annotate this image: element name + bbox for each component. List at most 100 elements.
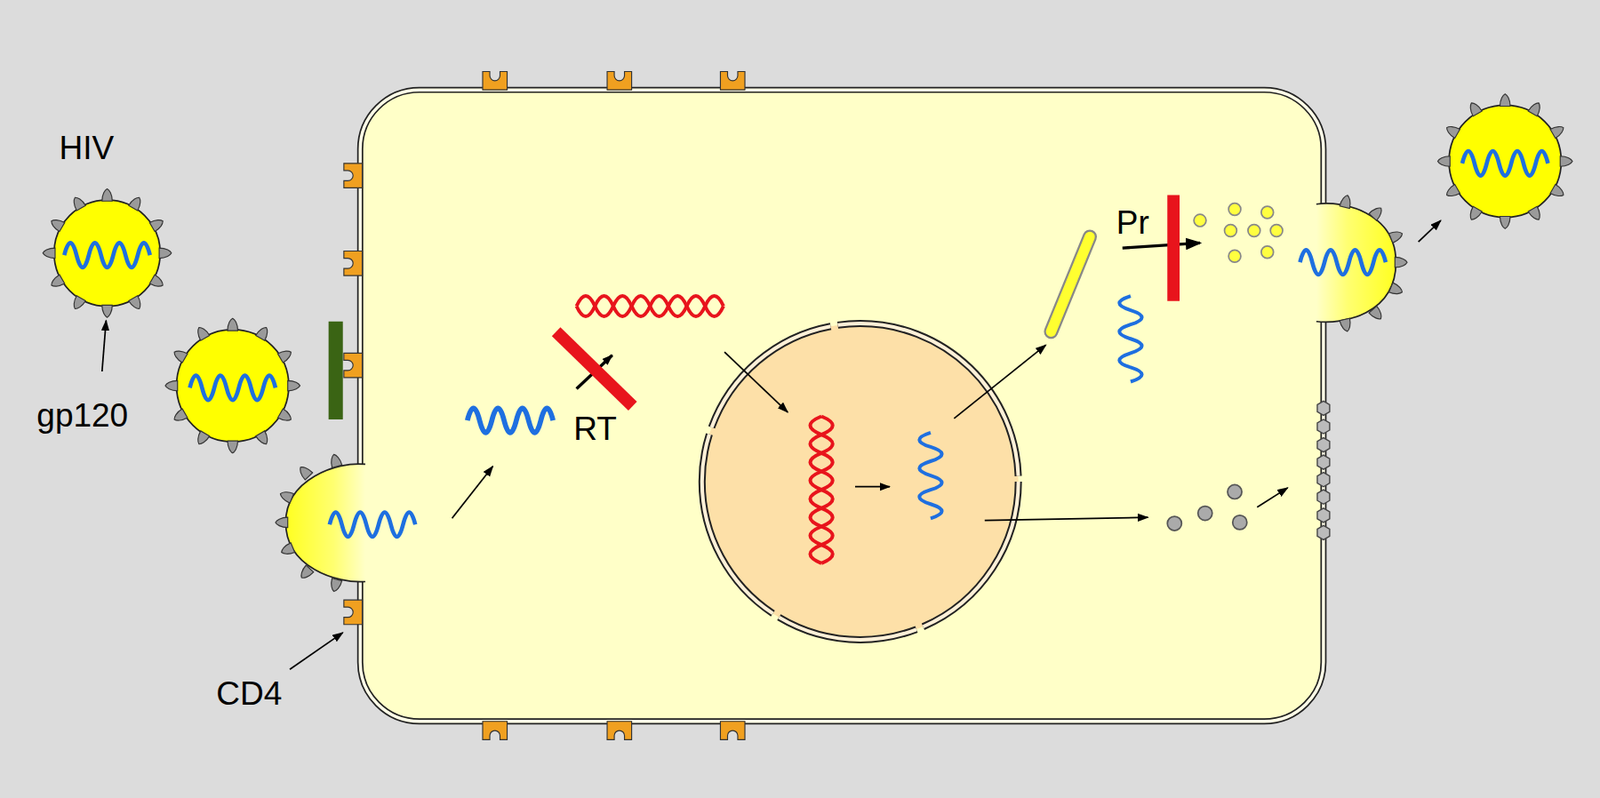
- gp120-spikes: [288, 380, 301, 391]
- gp120-spikes: [1528, 206, 1544, 223]
- integrated-dna: [809, 416, 832, 564]
- membrane-gp120: [1317, 489, 1330, 504]
- gp120-spikes: [1394, 256, 1408, 267]
- gp120-spikes: [1466, 100, 1482, 117]
- gp120-spikes: [1339, 318, 1352, 333]
- cleaved-proteins: [1261, 206, 1274, 219]
- gp120-spikes: [278, 408, 295, 424]
- transcribed-rna: [919, 432, 942, 519]
- rt-inhibitor-bar: [556, 331, 633, 407]
- gp120-spikes: [128, 194, 144, 211]
- text-label: gp120: [36, 399, 128, 432]
- gp120-spikes: [165, 380, 178, 391]
- cd4-receptors: [344, 163, 363, 189]
- viral-dna: [576, 296, 724, 317]
- gp120-spikes: [1444, 123, 1461, 139]
- text-label: Pr: [1116, 206, 1150, 240]
- gp120-spikes: [279, 543, 295, 558]
- gp120-spikes: [1528, 100, 1544, 117]
- arrow: [724, 352, 788, 413]
- text-label: CD4: [216, 677, 282, 711]
- envelope-proteins: [1232, 515, 1248, 530]
- nucleus: [702, 323, 1019, 640]
- gp120-spikes: [149, 274, 166, 290]
- cd4-receptors: [344, 352, 363, 378]
- virion: [64, 242, 150, 268]
- arrow: [953, 344, 1046, 419]
- gp120-spikes: [70, 194, 86, 211]
- virion: [54, 200, 160, 306]
- virion: [54, 200, 160, 306]
- integrated-dna: [809, 416, 832, 564]
- leader-line: [102, 320, 107, 372]
- membrane-gp120: [1317, 419, 1330, 434]
- entering-virus: [285, 464, 416, 583]
- gp120-spikes: [328, 578, 343, 593]
- gp120-spikes: [1437, 156, 1450, 167]
- nucleus: [702, 323, 1019, 640]
- cleaved-proteins: [1224, 224, 1238, 238]
- virion: [1448, 104, 1561, 217]
- genomic-rna: [1119, 296, 1142, 382]
- gp120-spikes: [278, 488, 294, 504]
- gp120-spikes: [1368, 305, 1385, 322]
- cell: [360, 89, 1324, 722]
- arrow: [452, 466, 494, 520]
- viral-dna: [576, 296, 724, 317]
- envelope-proteins: [1167, 516, 1182, 531]
- viral-dna: [576, 296, 724, 317]
- envelope-proteins: [1167, 484, 1248, 531]
- membrane-gp120: [1317, 400, 1330, 416]
- cd4-receptors: [607, 72, 632, 91]
- text-label: RT: [573, 412, 617, 446]
- cd4-receptors: [607, 721, 632, 741]
- membrane-gp120: [1317, 472, 1330, 488]
- envelope-proteins: [1227, 484, 1242, 499]
- cd4-receptors: [720, 721, 745, 741]
- gp120-spikes: [1500, 94, 1511, 107]
- gp120-spikes: [256, 431, 272, 448]
- gp120-spikes: [48, 216, 65, 232]
- cleaved-proteins: [1228, 203, 1241, 216]
- gp120-spikes: [1500, 216, 1511, 230]
- cd4-receptors: [344, 72, 745, 741]
- cd4-receptors: [344, 600, 363, 625]
- gp120-spikes: [42, 248, 56, 258]
- nucleus: [702, 323, 1019, 640]
- gp120-spikes: [1389, 282, 1405, 297]
- gp120-spikes: [194, 431, 210, 448]
- gp120-spikes: [297, 565, 314, 582]
- gp120-spikes: [1444, 184, 1461, 200]
- gp120-spikes: [328, 453, 343, 468]
- cd4-receptors: [720, 72, 745, 91]
- protease-inhibitor-bar: [1167, 194, 1180, 301]
- virion: [176, 329, 289, 442]
- virion: [1462, 151, 1548, 176]
- gp120-spikes: [102, 304, 112, 318]
- cleaved-proteins: [1193, 214, 1207, 227]
- polyprotein: [1050, 236, 1090, 332]
- gp120-spikes: [1389, 229, 1405, 244]
- gp120-spikes: [227, 318, 238, 331]
- leader-line: [289, 632, 344, 670]
- gp120-spikes: [149, 216, 166, 232]
- cleaved-proteins: [1248, 224, 1261, 238]
- cell: [360, 89, 1324, 722]
- cd4-receptors: [344, 251, 363, 277]
- gp120-spikes: [70, 296, 86, 312]
- virion: [190, 376, 276, 401]
- cleaved-proteins: [1193, 203, 1283, 264]
- nucleus: [702, 323, 1019, 640]
- gp120-spikes: [1368, 204, 1385, 221]
- membrane-gp120: [1317, 455, 1330, 470]
- envelope-proteins: [1198, 506, 1213, 521]
- gp120-spikes: [256, 325, 272, 342]
- budding-virus: [1300, 203, 1397, 322]
- cd4-receptors: [482, 72, 508, 91]
- arrow: [855, 486, 890, 488]
- membrane-gp120: [1317, 400, 1330, 540]
- cleaved-proteins: [1228, 249, 1241, 263]
- gp120-spikes: [128, 296, 144, 312]
